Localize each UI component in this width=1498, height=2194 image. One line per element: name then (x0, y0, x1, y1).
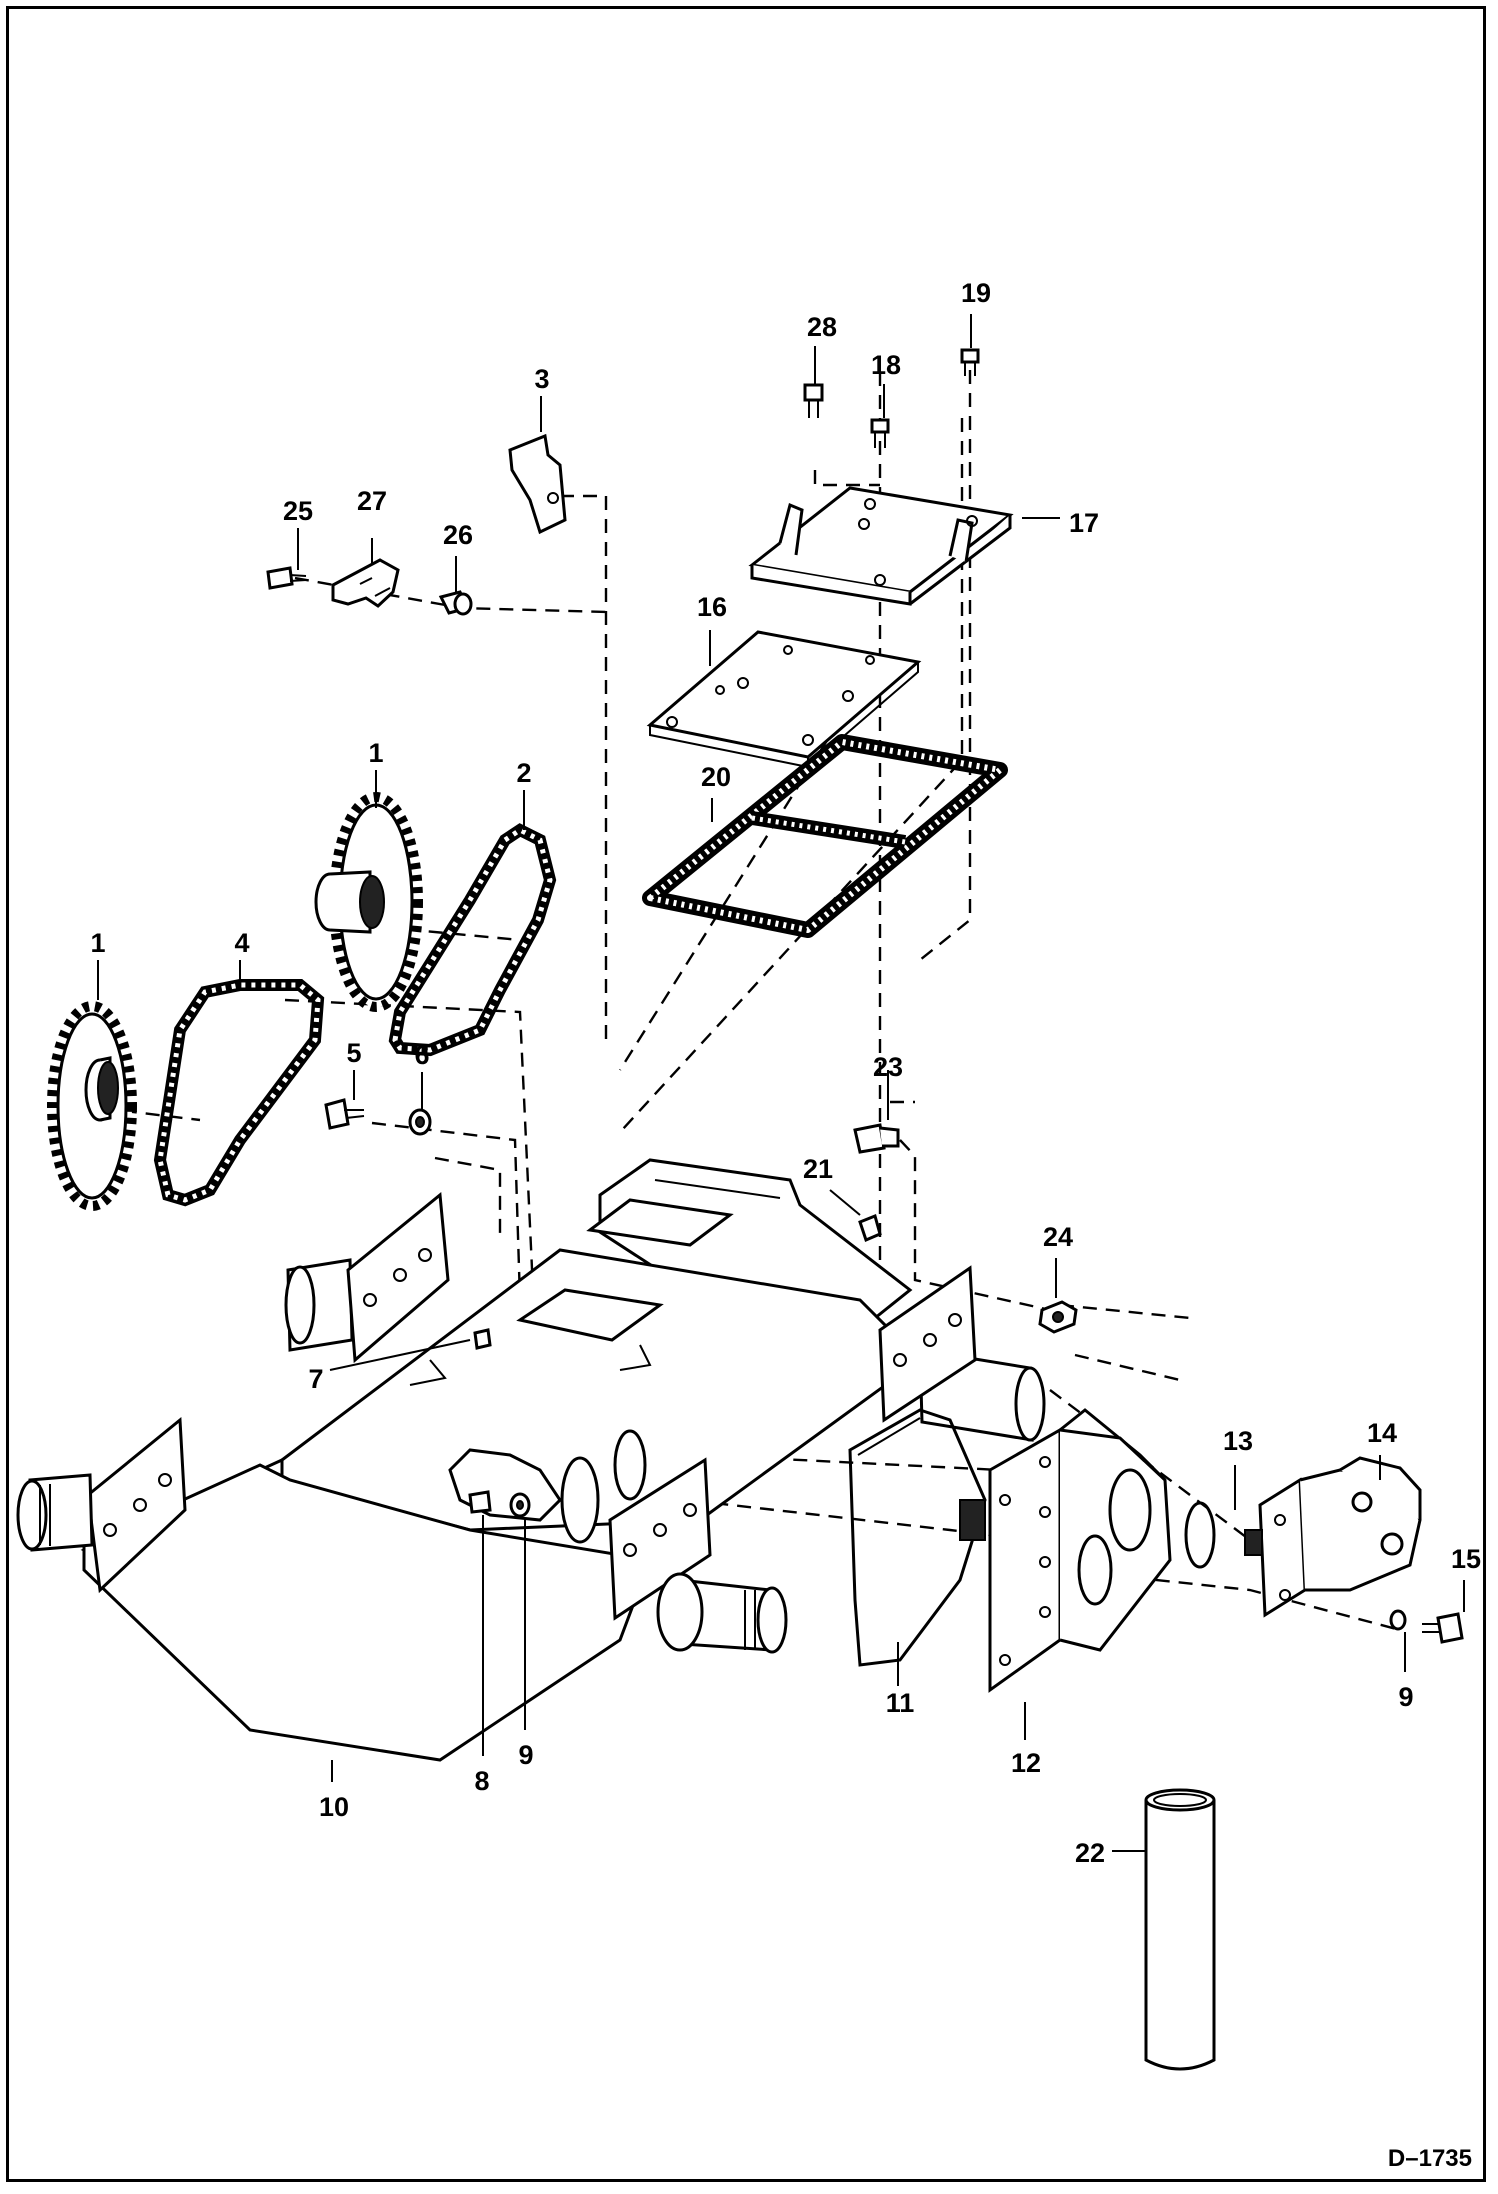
callout-1-lower: 1 (90, 928, 105, 958)
part-tube-22 (1144, 1788, 1216, 2071)
part-gasket-20 (642, 734, 1008, 938)
part-washer-6 (408, 1108, 432, 1136)
callout-4: 4 (234, 928, 249, 958)
part-spacer-26 (438, 590, 473, 616)
part-gearbox-12 (959, 1408, 1172, 1693)
part-plug-23 (853, 1123, 900, 1154)
part-chain-4 (153, 979, 325, 1207)
callout-21: 21 (803, 1154, 833, 1184)
part-bolt-5 (324, 1098, 365, 1130)
callout-11: 11 (886, 1688, 915, 1718)
part-plate-16 (646, 630, 922, 769)
callout-16: 16 (697, 592, 727, 622)
part-bolt-25 (266, 566, 307, 590)
callout-13: 13 (1223, 1426, 1253, 1456)
part-main-frame-10 (16, 1158, 1046, 1762)
callout-14: 14 (1367, 1418, 1397, 1448)
callout-18: 18 (871, 350, 901, 380)
callout-25: 25 (283, 496, 313, 526)
callout-22: 22 (1075, 1838, 1105, 1868)
drawing-frame (6, 6, 1486, 2182)
callout-24: 24 (1043, 1222, 1073, 1252)
callout-10: 10 (319, 1792, 349, 1822)
callout-leaders (97, 314, 1465, 1852)
part-washer-9-right (1389, 1609, 1407, 1631)
callout-17: 17 (1069, 508, 1099, 538)
callout-23: 23 (873, 1052, 903, 1082)
callout-28: 28 (807, 312, 837, 342)
part-sprocket-upper-1 (314, 792, 423, 1012)
callout-3: 3 (534, 364, 549, 394)
part-bolt-28 (803, 383, 824, 418)
callout-27: 27 (357, 486, 387, 516)
part-cover-plate-17 (748, 486, 1014, 606)
callout-20: 20 (701, 762, 731, 792)
callout-8: 8 (474, 1766, 489, 1796)
part-motor-14 (1244, 1456, 1422, 1618)
part-bolt-19 (960, 348, 980, 376)
callout-labels: 1 1 2 3 4 5 6 7 8 9 9 10 11 12 13 14 15 … (90, 278, 1481, 1868)
callout-12: 12 (1011, 1748, 1041, 1778)
part-nut-24 (1038, 1300, 1078, 1334)
callout-9-left: 9 (518, 1740, 533, 1770)
part-plug-21 (858, 1213, 882, 1243)
callout-6: 6 (414, 1040, 429, 1070)
callout-2: 2 (516, 758, 531, 788)
callout-7: 7 (308, 1364, 323, 1394)
part-gasket-11 (848, 1408, 987, 1667)
callout-1-upper: 1 (368, 738, 383, 768)
part-chain-2 (388, 823, 557, 1057)
drawing-reference: D–1735 (1388, 2145, 1472, 2172)
part-bracket (508, 433, 567, 535)
part-clip-27 (331, 558, 400, 608)
callout-19: 19 (961, 278, 991, 308)
callout-26: 26 (443, 520, 473, 550)
part-bolt-15 (1422, 1612, 1464, 1644)
part-o-ring-13 (1184, 1501, 1216, 1569)
callout-5: 5 (346, 1038, 361, 1068)
part-bolt-18 (870, 418, 890, 448)
callout-15: 15 (1451, 1544, 1481, 1574)
callout-9-right: 9 (1398, 1682, 1413, 1712)
part-sprocket-lower-1 (47, 1001, 137, 1211)
